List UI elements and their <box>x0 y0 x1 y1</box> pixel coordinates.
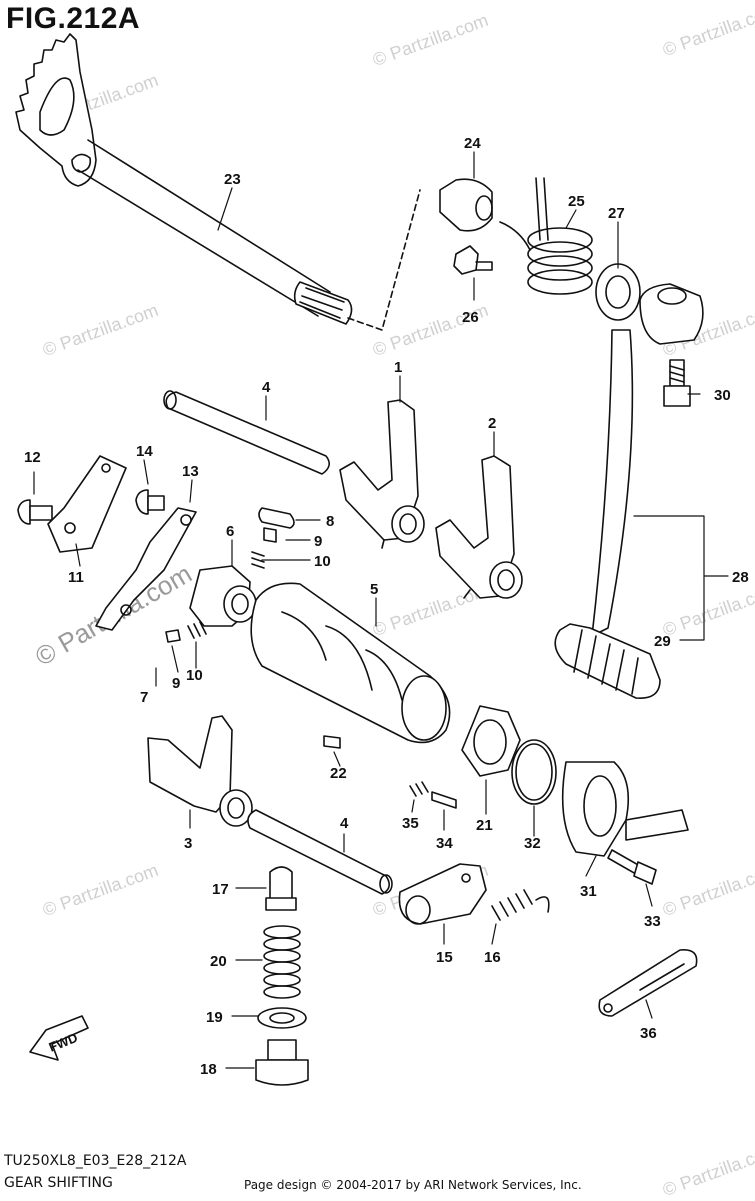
leader-lines <box>33 151 729 1069</box>
callout-2: 2 <box>488 415 496 432</box>
spring-35-part <box>409 781 429 797</box>
callout-36: 36 <box>640 1025 657 1042</box>
o-ring-32-part <box>511 739 557 805</box>
bush-part <box>439 178 493 232</box>
callout-8: 8 <box>326 513 334 530</box>
callout-23: 23 <box>224 171 241 188</box>
cam-pin-22-part <box>323 735 341 749</box>
section-name: GEAR SHIFTING <box>4 1175 113 1191</box>
callout-10-upper: 10 <box>314 553 331 570</box>
callout-22: 22 <box>330 765 347 782</box>
callout-14: 14 <box>136 443 153 460</box>
screw-14-part <box>135 489 165 515</box>
fork-shaft-lower-part <box>247 809 393 895</box>
spring-10-lower-part <box>187 621 207 639</box>
callout-26: 26 <box>462 309 479 326</box>
shift-fork-2-part <box>435 455 523 599</box>
stopper-plate-part <box>47 455 127 553</box>
callout-5: 5 <box>370 581 378 598</box>
callout-19: 19 <box>206 1009 223 1026</box>
callout-9-lower: 9 <box>172 675 180 692</box>
cam-stopper-plate-part <box>461 705 521 777</box>
pin-9-lower-part <box>165 629 181 643</box>
callout-17: 17 <box>212 881 229 898</box>
callout-3: 3 <box>184 835 192 852</box>
model-code: TU250XL8_E03_E28_212A <box>4 1153 187 1169</box>
gear-shift-cam-driven-gear-part <box>189 565 257 627</box>
callout-32: 32 <box>524 835 541 852</box>
spring-20-part <box>263 925 301 999</box>
gearshift-shaft-part <box>15 33 421 331</box>
forward-direction-arrow <box>29 1015 89 1061</box>
callout-27: 27 <box>608 205 625 222</box>
pin-34-part <box>431 791 457 809</box>
fork-shaft-upper-part <box>163 390 330 475</box>
callout-35: 35 <box>402 815 419 832</box>
plunger-part <box>265 866 297 911</box>
credit-text: Page design © 2004-2017 by ARI Network S… <box>244 1178 582 1192</box>
callout-31: 31 <box>580 883 597 900</box>
callout-24: 24 <box>464 135 481 152</box>
callout-11: 11 <box>68 569 84 586</box>
shift-fork-1-part <box>339 399 425 549</box>
callout-34: 34 <box>436 835 453 852</box>
bracket-part <box>598 949 698 1017</box>
callout-33: 33 <box>644 913 661 930</box>
cam-stopper-part <box>95 507 197 631</box>
figure-title: FIG.212A <box>6 2 141 35</box>
callout-6: 6 <box>226 523 234 540</box>
callout-4-lower: 4 <box>340 815 349 832</box>
callout-20: 20 <box>210 953 227 970</box>
spring-16-part <box>491 889 550 921</box>
callout-13: 13 <box>182 463 199 480</box>
shift-fork-3-part <box>147 715 253 827</box>
pin-9-part <box>263 527 277 543</box>
callout-7: 7 <box>140 689 148 706</box>
lever-bolt-part <box>663 359 691 407</box>
screw-12-part <box>17 499 53 525</box>
callout-16: 16 <box>484 949 501 966</box>
gear-shift-cam-part <box>250 582 451 744</box>
callout-1: 1 <box>394 359 402 376</box>
callout-29: 29 <box>654 633 671 650</box>
gearshift-lever-part <box>554 283 704 699</box>
washer-part <box>595 263 641 321</box>
callout-15: 15 <box>436 949 453 966</box>
callout-28: 28 <box>732 569 749 586</box>
bolt-part <box>453 245 493 275</box>
callout-30: 30 <box>714 387 731 404</box>
cover-bolt-part <box>607 849 657 885</box>
callout-21: 21 <box>476 817 493 834</box>
callout-4-upper: 4 <box>262 379 271 396</box>
gear-shift-pin-8-part <box>258 507 295 529</box>
shift-arm-part <box>398 863 487 925</box>
plunger-bolt-part <box>255 1039 309 1086</box>
callout-10-lower: 10 <box>186 667 203 684</box>
callout-9-upper: 9 <box>314 533 322 550</box>
washer-19-part <box>257 1007 307 1029</box>
spring-10-part <box>251 551 265 569</box>
callout-12: 12 <box>24 449 41 466</box>
return-spring-part <box>499 177 593 295</box>
callout-18: 18 <box>200 1061 217 1078</box>
cover-part <box>561 761 689 857</box>
callout-labels: 23 24 25 27 26 30 1 2 4 12 14 13 8 6 9 1… <box>24 135 749 1078</box>
callout-25: 25 <box>568 193 585 210</box>
